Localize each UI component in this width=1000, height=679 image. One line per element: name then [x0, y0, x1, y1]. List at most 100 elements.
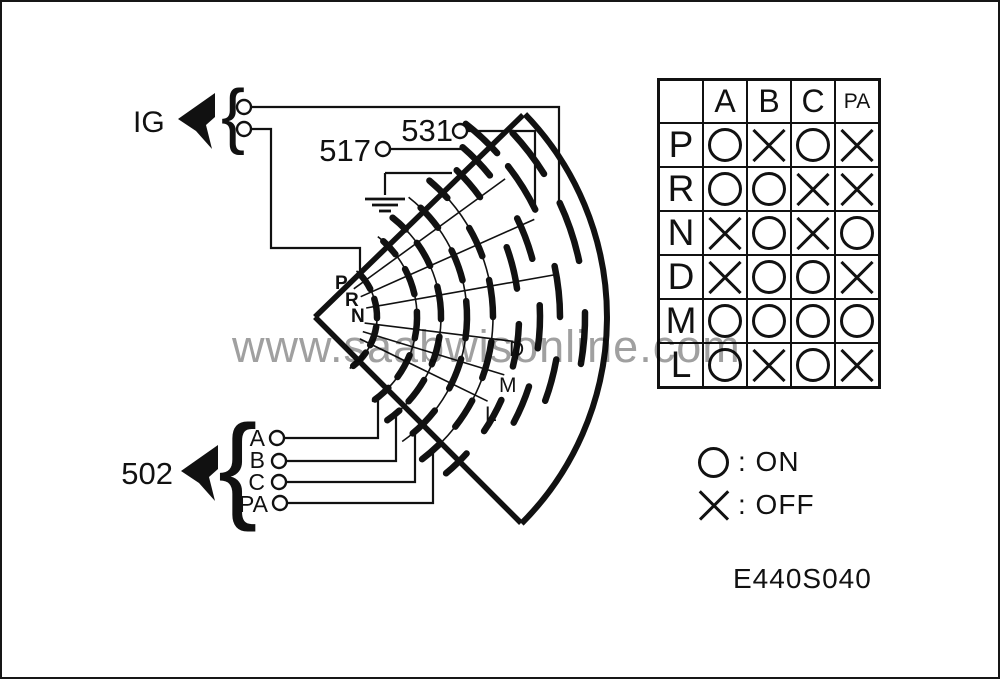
fan-edge	[313, 315, 523, 525]
contact-segment	[479, 338, 495, 382]
table-row: P	[657, 122, 881, 168]
contact-segment	[411, 308, 421, 342]
contact-segment	[394, 351, 413, 381]
contact-segment	[371, 384, 392, 403]
position-line	[360, 218, 535, 298]
position-label-l: L	[485, 403, 497, 426]
contact-segment	[462, 120, 501, 157]
contact-segment	[485, 276, 497, 321]
col-header-c: C	[790, 78, 836, 124]
table-cell-symbol	[796, 216, 830, 250]
table-cell-symbol	[840, 216, 874, 250]
contact-segment	[509, 320, 523, 370]
terminal-531-label: 531	[401, 113, 453, 148]
table-cell-symbol	[840, 172, 874, 206]
col-header-b: B	[746, 78, 792, 124]
table-cell-symbol	[840, 304, 874, 338]
position-label-n: N	[351, 306, 365, 327]
contact-segment	[462, 297, 471, 342]
pin-label-pa: PA	[239, 491, 269, 517]
table-cell-symbol	[796, 172, 830, 206]
contact-segment	[357, 271, 374, 293]
contact-track	[401, 196, 468, 443]
wire	[286, 416, 398, 463]
ig-pin	[235, 98, 253, 116]
table-cell-symbol	[752, 128, 786, 162]
fan-edge	[313, 113, 525, 319]
pin-label-c: C	[248, 469, 265, 495]
pin-a	[268, 429, 286, 447]
table-row: M	[657, 298, 881, 344]
legend-off-row: : OFF	[698, 489, 815, 521]
position-line	[366, 273, 557, 309]
left-arrow-icon	[178, 93, 215, 149]
contact-segment	[459, 143, 494, 179]
table-cell-symbol	[796, 128, 830, 162]
table-cell-symbol	[752, 304, 786, 338]
position-label-d: D	[509, 338, 524, 361]
contact-segment	[513, 215, 536, 263]
contact-segment	[504, 162, 539, 213]
wire	[286, 434, 417, 484]
contact-segment	[434, 283, 445, 323]
table-cell-symbol	[708, 128, 742, 162]
table-row: L	[657, 342, 881, 389]
contact-segment	[465, 224, 486, 260]
pin-b	[270, 452, 288, 470]
contact-segment	[349, 349, 370, 370]
table-cell-symbol	[708, 260, 742, 294]
row-header: P	[657, 122, 704, 168]
table-header-row: A B C PA	[657, 78, 881, 124]
contact-segment	[426, 177, 451, 202]
table-cell-symbol	[840, 348, 874, 382]
table-row: R	[657, 166, 881, 212]
table-cell-symbol	[708, 216, 742, 250]
table-cell-symbol	[840, 260, 874, 294]
on-circle-icon	[698, 446, 729, 478]
position-line	[362, 330, 505, 376]
contact-segment	[401, 265, 418, 298]
table-cell-symbol	[708, 172, 742, 206]
contact-segment	[551, 262, 564, 321]
table-cell-symbol	[796, 348, 830, 382]
brace-glyph: {	[221, 76, 245, 156]
fan-outer-arc	[519, 112, 610, 526]
legend-on-row: : ON	[698, 446, 815, 478]
contact-segment	[384, 407, 403, 424]
wire	[251, 105, 561, 201]
contact-segment	[556, 199, 583, 265]
table-cell-symbol	[752, 260, 786, 294]
contact-segment	[409, 407, 439, 437]
table-cell-symbol	[752, 348, 786, 382]
terminal-531-pin	[451, 122, 469, 140]
table-cell-symbol	[840, 128, 874, 162]
connector-502-label: 502	[121, 456, 173, 491]
contact-segment	[418, 441, 442, 463]
watermark: www.saabwisonline.com	[232, 321, 741, 372]
row-header: N	[657, 210, 704, 256]
pin-c	[270, 473, 288, 491]
position-line	[359, 338, 488, 402]
col-header-pa: PA	[834, 78, 881, 124]
contact-segment	[442, 450, 470, 477]
contact-segment	[509, 129, 548, 178]
row-header: D	[657, 254, 704, 300]
off-x-icon	[698, 490, 729, 521]
contact-segment	[534, 301, 544, 352]
terminal-517-pin	[374, 140, 392, 158]
contact-segment	[541, 356, 560, 405]
legend-off-label: : OFF	[738, 489, 815, 520]
table-cell-symbol	[796, 304, 830, 338]
ig-label: IG	[133, 106, 165, 139]
table-cell-symbol	[708, 304, 742, 338]
table-cell-symbol	[752, 216, 786, 250]
contact-segment	[366, 323, 380, 349]
brace-glyph: {	[218, 401, 257, 533]
contact-segment	[445, 355, 465, 392]
wire	[287, 451, 435, 505]
contact-segment	[448, 247, 466, 284]
contact-segment	[413, 239, 434, 270]
contact-segment	[480, 396, 505, 435]
table-corner-cell	[657, 78, 704, 124]
